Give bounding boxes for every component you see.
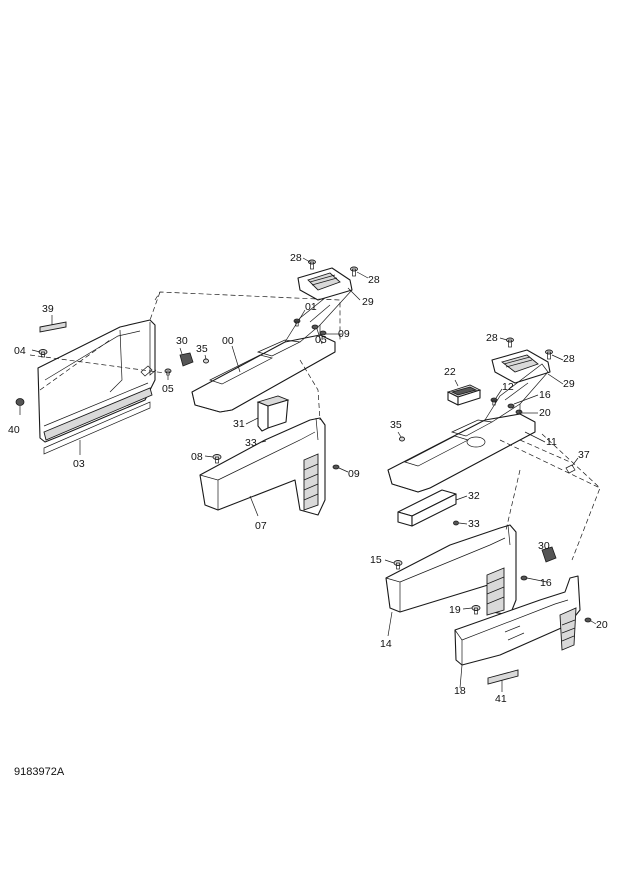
callout-03: 03	[73, 458, 85, 470]
callout-09-upper: 09	[338, 328, 350, 340]
screw-16-upper	[507, 403, 515, 409]
screw-33-right	[453, 520, 459, 526]
callout-labels: 39 04 40 03 30 05 35 00 28 28 29 01 05 0…	[8, 252, 608, 705]
screw-15	[393, 560, 403, 570]
callout-28-left-b: 28	[368, 274, 380, 286]
front-cover-14	[385, 524, 517, 616]
callout-28-left-a: 28	[290, 252, 302, 264]
screw-04	[38, 349, 48, 358]
screw-08	[212, 454, 222, 464]
screw-35-right	[399, 436, 405, 442]
callout-16-upper: 16	[539, 389, 551, 401]
callout-31: 31	[233, 418, 245, 430]
callout-04: 04	[14, 345, 26, 357]
callout-05-upper: 05	[315, 334, 327, 346]
label-plate-39	[39, 321, 67, 333]
callout-20-upper: 20	[539, 407, 551, 419]
screw-05-upper	[311, 324, 319, 330]
callout-20-lower: 20	[596, 619, 608, 631]
bolt-28-left-b	[350, 266, 358, 277]
leader-lines	[19, 257, 597, 692]
callout-41: 41	[495, 693, 507, 705]
callout-00: 00	[222, 335, 234, 347]
clip-30-left	[179, 352, 194, 367]
callout-15: 15	[370, 554, 382, 566]
bolt-28-left-a	[308, 259, 316, 270]
callout-28-right-b: 28	[563, 353, 575, 365]
callout-22: 22	[444, 366, 456, 378]
console-tray-11	[387, 363, 549, 493]
callout-30-left: 30	[176, 335, 188, 347]
side-cover-03	[37, 319, 157, 455]
tray-32	[397, 489, 457, 527]
bolt-28-right-b	[545, 349, 553, 360]
callout-19: 19	[449, 604, 461, 616]
callout-28-right-a: 28	[486, 332, 498, 344]
callout-09-lower: 09	[348, 468, 360, 480]
screw-09-upper	[319, 330, 327, 336]
callout-29-right: 29	[563, 378, 575, 390]
knob-plate-29-left	[297, 267, 353, 301]
assembly-lines-left	[29, 291, 341, 421]
screw-19	[471, 605, 481, 615]
callout-32: 32	[468, 490, 480, 502]
callout-30-right: 30	[538, 540, 550, 552]
callout-33-left: 33	[245, 437, 257, 449]
side-cover-18	[454, 575, 581, 666]
front-cover-07	[199, 417, 326, 516]
screw-40	[15, 398, 25, 406]
console-tray-00	[191, 281, 353, 413]
callout-39: 39	[42, 303, 54, 315]
callout-29-left: 29	[362, 296, 374, 308]
part-37	[565, 464, 576, 474]
callout-08: 08	[191, 451, 203, 463]
screw-09-lower	[332, 464, 340, 470]
callout-11: 11	[546, 436, 557, 448]
callout-35-left: 35	[196, 343, 208, 355]
callout-07: 07	[255, 520, 267, 532]
callout-18: 18	[454, 685, 466, 697]
callout-14: 14	[380, 638, 392, 650]
clip-30-right	[541, 546, 557, 563]
callout-12: 12	[502, 381, 514, 393]
assembly-lines-right	[499, 433, 601, 561]
switch-22	[446, 384, 482, 406]
callout-33-right: 33	[468, 518, 480, 530]
callout-05-left: 05	[162, 383, 174, 395]
callout-01: 01	[305, 301, 317, 313]
callout-35-right: 35	[390, 419, 402, 431]
screw-20-lower	[584, 617, 592, 623]
callout-40: 40	[8, 424, 20, 436]
callout-37: 37	[578, 449, 590, 461]
bolt-28-right-a	[506, 337, 514, 348]
screw-12	[490, 397, 498, 406]
label-plate-41	[487, 669, 519, 685]
screw-20-upper	[515, 409, 523, 415]
callout-16-lower: 16	[540, 577, 552, 589]
drawing-number: 9183972A	[14, 766, 65, 778]
knob-plate-29-right	[491, 349, 551, 384]
screw-05-left	[164, 368, 172, 376]
screw-16-lower	[520, 575, 528, 581]
screw-35-left	[203, 358, 209, 364]
cup-holder-31	[256, 395, 290, 432]
screw-01	[293, 318, 301, 327]
